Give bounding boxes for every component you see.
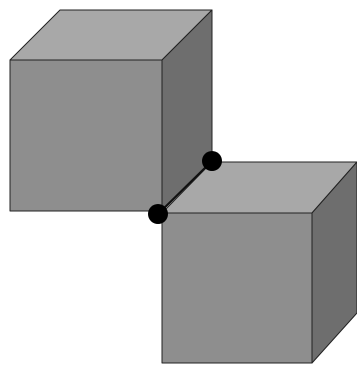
upper-left-cube [9, 9, 213, 212]
lower-joint-dot [148, 204, 168, 224]
upper-joint-dot [202, 151, 222, 171]
upper-cube-front-face [9, 59, 163, 212]
lower-right-cube [161, 161, 357, 364]
joint-link [157, 160, 213, 215]
lower-cube-front-face [161, 212, 313, 364]
